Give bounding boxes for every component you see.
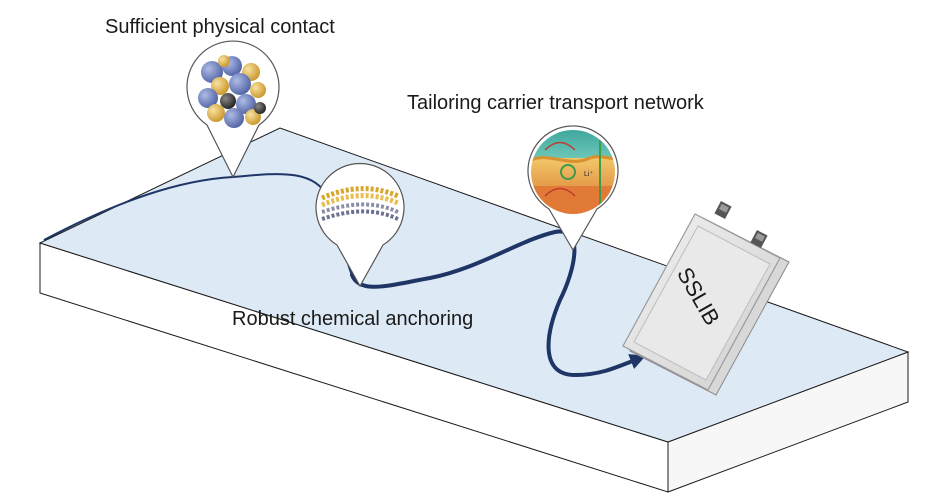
- label-transport-network: Tailoring carrier transport network: [407, 92, 705, 114]
- substrate-slab: [38, 127, 910, 493]
- pin-chemical-anchoring: [315, 162, 405, 288]
- label-physical-contact: Sufficient physical contact: [105, 16, 335, 38]
- battery-inner-panel: [633, 225, 771, 381]
- battery-terminal-left: [714, 201, 732, 219]
- battery-terminal-right: [750, 230, 768, 248]
- particle-cluster-icon: [198, 55, 266, 128]
- li-ion-label: Li⁺: [584, 170, 593, 178]
- label-chemical-anchoring: Robust chemical anchoring: [232, 308, 473, 330]
- layered-sheet-icon: [321, 186, 399, 221]
- pouch-cell-icon: SSLIB: [622, 201, 790, 396]
- pin-physical-contact: [186, 40, 280, 179]
